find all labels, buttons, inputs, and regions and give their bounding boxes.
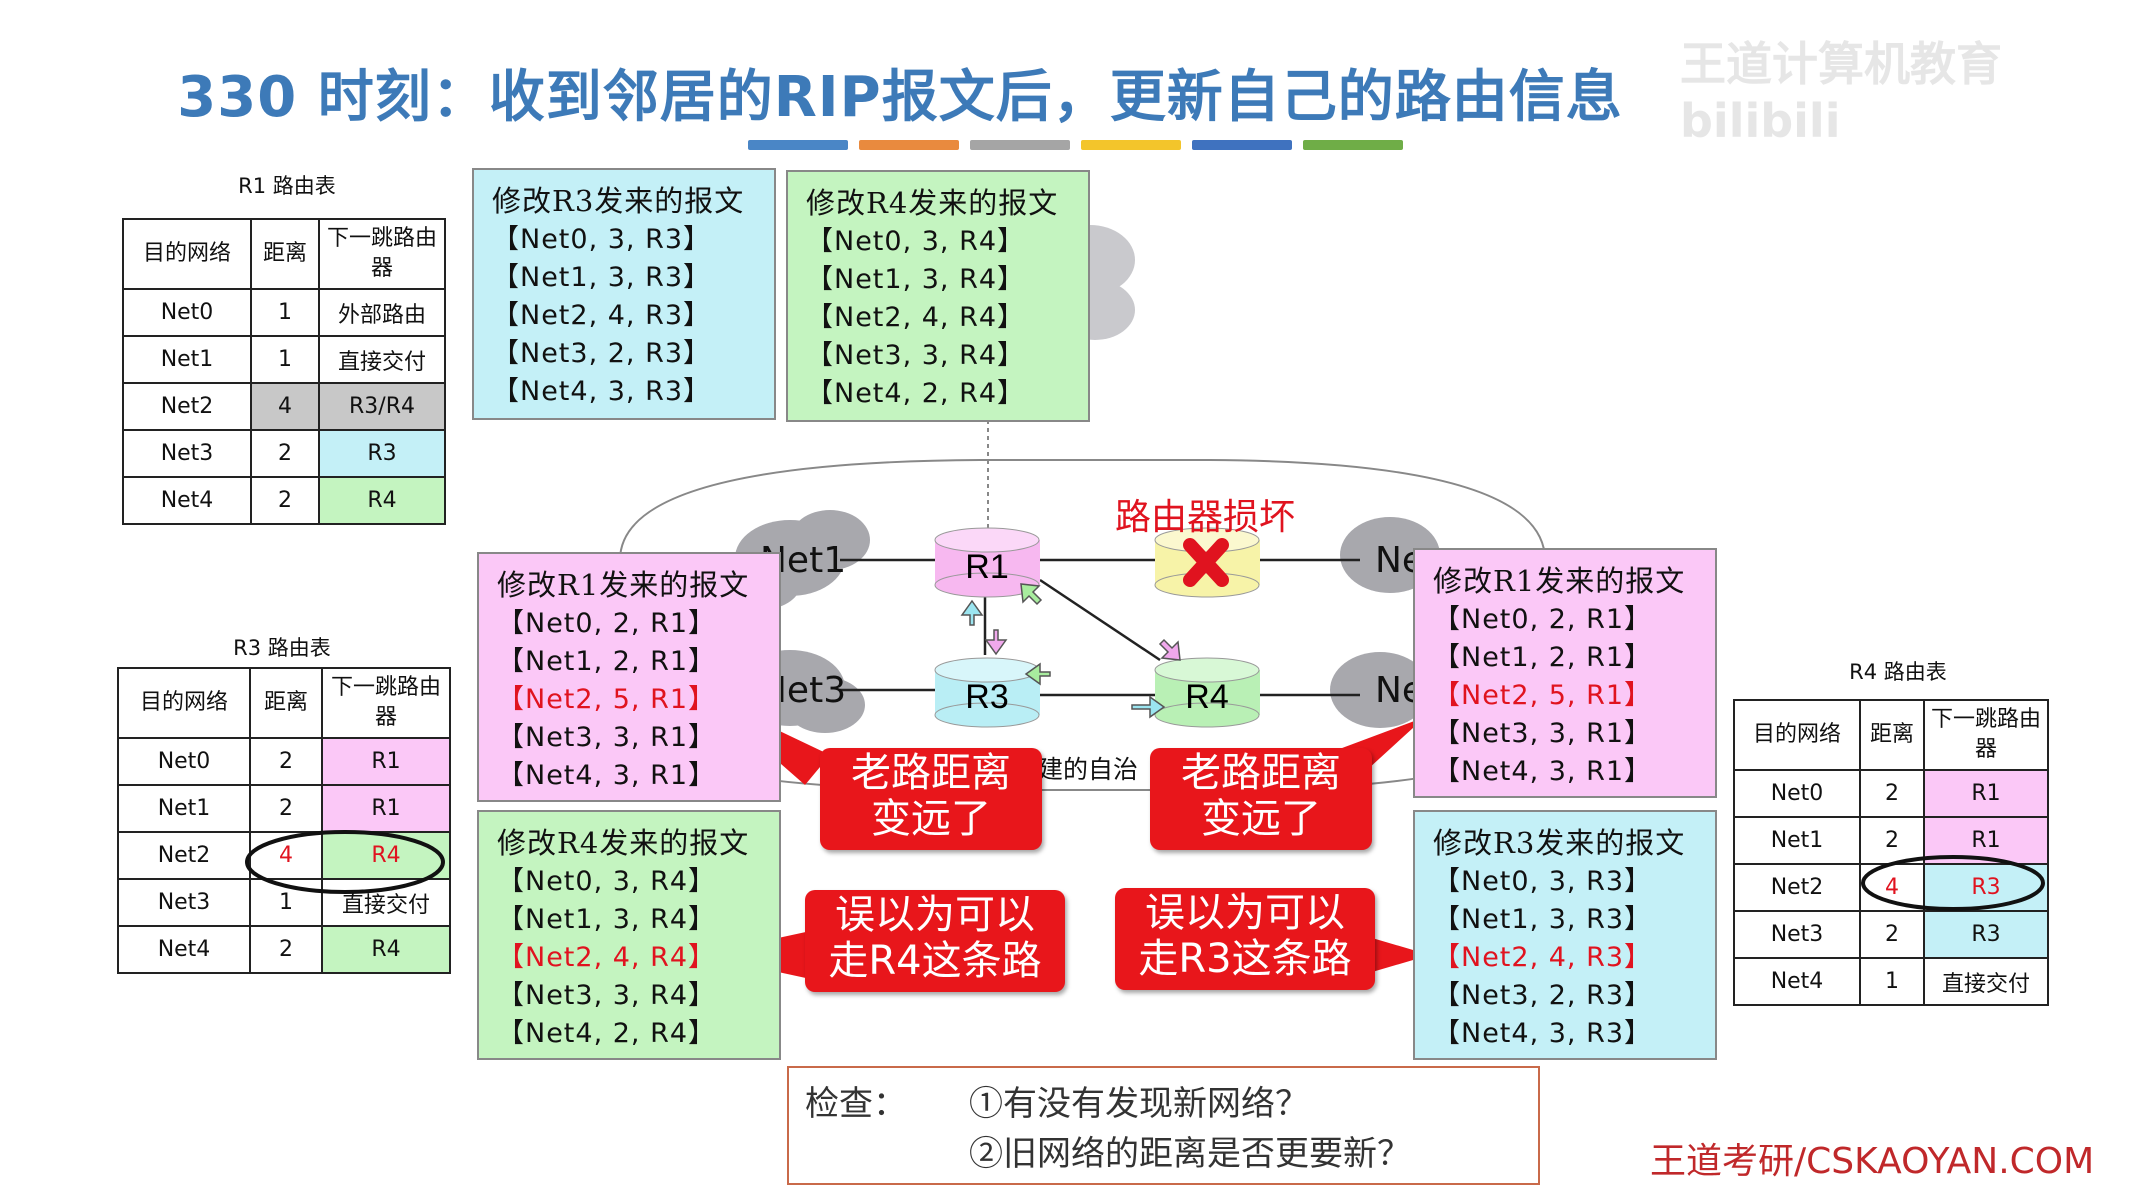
header-dist: 距离 — [250, 218, 320, 290]
svg-text:R1: R1 — [965, 548, 1008, 586]
r3-table-caption: R3 路由表 — [233, 636, 331, 660]
router-r3: R3 — [934, 657, 1040, 728]
check-question-2: ②旧网络的距离是否更要新？ — [969, 1134, 1411, 1174]
router-broken — [1154, 527, 1260, 598]
check-label: 检查： — [805, 1084, 907, 1124]
links — [840, 558, 1360, 697]
callout-old-path-left: 老路距离 变远了 — [820, 748, 1042, 850]
callout-via-r3: 误以为可以 走R3这条路 — [1115, 888, 1375, 990]
header-next: 下一跳路由器 — [318, 218, 446, 290]
header-dist: 距离 — [249, 667, 323, 739]
msg-box-left-r4: 修改R4发来的报文 【Net0, 3, R4】【Net1, 3, R4】【Net… — [477, 810, 781, 1060]
r3-highlight-ellipse — [245, 830, 445, 894]
page-title: 330 时刻：收到邻居的RIP报文后，更新自己的路由信息 — [177, 65, 1623, 130]
r1-table-caption: R1 路由表 — [238, 174, 336, 198]
color-stripe — [1192, 140, 1292, 150]
brand-footer: 王道考研/CSKAOYAN.COM — [1650, 1141, 2095, 1182]
header-dist: 距离 — [1859, 699, 1925, 771]
broken-router-label: 路由器损坏 — [1115, 497, 1296, 538]
packet-arrows — [960, 583, 1181, 719]
msg-box-top-r4: 修改R4发来的报文 【Net0, 3, R4】【Net1, 3, R4】【Net… — [786, 170, 1090, 422]
r4-highlight-ellipse — [1861, 855, 2045, 911]
check-box: 检查： ①有没有发现新网络？ ②旧网络的距离是否更要新？ — [787, 1066, 1540, 1185]
r4-table-caption: R4 路由表 — [1849, 660, 1947, 684]
header-next: 下一跳路由器 — [321, 667, 451, 739]
broken-x-icon — [1183, 538, 1229, 587]
watermark: 王道计算机教育 bilibili — [1680, 37, 2002, 148]
router-r1: R1 — [934, 527, 1040, 598]
color-stripe — [1303, 140, 1403, 150]
color-stripe — [748, 140, 848, 150]
header-dest: 目的网络 — [117, 667, 251, 739]
header-dest: 目的网络 — [1733, 699, 1861, 771]
callout-old-path-right: 老路距离 变远了 — [1150, 748, 1372, 850]
msg-box-top-r3: 修改R3发来的报文 【Net0, 3, R3】【Net1, 3, R3】【Net… — [472, 168, 776, 420]
router-r4: R4 — [1154, 657, 1260, 728]
header-dest: 目的网络 — [122, 218, 252, 290]
header-next: 下一跳路由器 — [1923, 699, 2049, 771]
check-question-1: ①有没有发现新网络？ — [969, 1084, 1309, 1124]
color-stripe — [970, 140, 1070, 150]
msg-box-right-r3: 修改R3发来的报文 【Net0, 3, R3】【Net1, 3, R3】【Net… — [1413, 810, 1717, 1060]
msg-box-right-r1: 修改R1发来的报文 【Net0, 2, R1】【Net1, 2, R1】【Net… — [1413, 548, 1717, 798]
color-stripe — [859, 140, 959, 150]
msg-box-left-r1: 修改R1发来的报文 【Net0, 2, R1】【Net1, 2, R1】【Net… — [477, 552, 781, 802]
callout-via-r4: 误以为可以 走R4这条路 — [805, 890, 1065, 992]
svg-text:R3: R3 — [965, 678, 1008, 716]
as-label: 建的自治 — [1038, 755, 1139, 784]
svg-text:R4: R4 — [1185, 678, 1228, 716]
color-stripe — [1081, 140, 1181, 150]
